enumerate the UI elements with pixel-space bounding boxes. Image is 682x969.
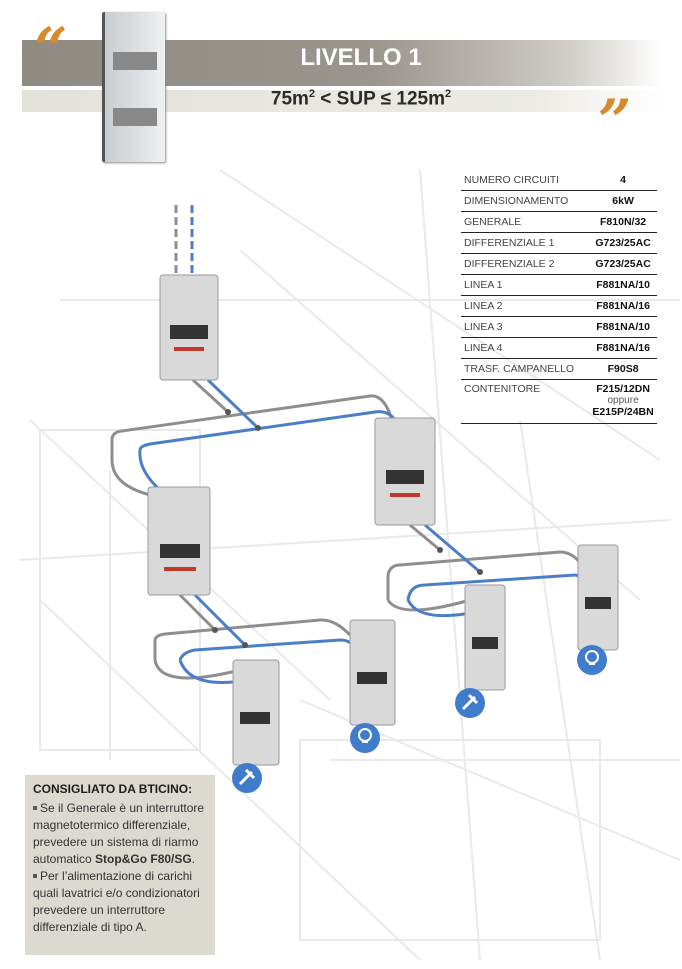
spec-label: DIFFERENZIALE 2	[461, 253, 590, 275]
spec-label: GENERALE	[461, 211, 590, 233]
spec-value: F881NA/10	[589, 316, 657, 338]
spec-row-container: CONTENITORE F215/12DN oppure E215P/24BN	[461, 379, 657, 424]
distribution-panel-image	[102, 12, 165, 162]
page-title: LIVELLO 1	[300, 44, 422, 71]
spec-value: G723/25AC	[589, 232, 657, 254]
spec-label: LINEA 4	[461, 337, 590, 359]
spec-label: LINEA 1	[461, 274, 590, 296]
spec-value: F881NA/10	[589, 274, 657, 296]
branch-wire-grey-left	[153, 593, 352, 680]
spec-value: G723/25AC	[589, 253, 657, 275]
text: Per l’alimentazione di carichi quali lav…	[33, 869, 200, 934]
or-label: oppure	[607, 395, 639, 406]
spec-label: NUMERO CIRCUITI	[461, 170, 590, 191]
spec-label: LINEA 2	[461, 295, 590, 317]
bulb-icon	[577, 645, 607, 675]
spec-value: 6kW	[589, 190, 657, 212]
text: Se il Generale è un interruttore magneto…	[33, 801, 205, 866]
bus-wire-grey	[110, 378, 394, 497]
spec-value: 4	[589, 170, 657, 191]
spec-label: TRASF. CAMPANELLO	[461, 358, 590, 380]
subtitle-band	[22, 90, 662, 112]
superscript: 2	[445, 88, 452, 100]
close-quote-mark: ”	[598, 87, 632, 155]
recommendation-item: Se il Generale è un interruttore magneto…	[33, 800, 207, 868]
container-option-2: E215P/24BN	[592, 406, 654, 418]
differential-1	[147, 486, 211, 596]
plug-icon	[232, 763, 262, 793]
spec-value: F810N/32	[589, 211, 657, 233]
bulb-icon	[350, 723, 380, 753]
surface-range: 75m2 < SUP ≤ 125m2	[0, 88, 682, 110]
spec-value: F881NA/16	[589, 337, 657, 359]
text: .	[191, 852, 196, 866]
open-quote-mark: “	[34, 15, 68, 83]
plug-icon	[455, 688, 485, 718]
subtitle-part: 75m	[270, 88, 309, 110]
spec-value: F881NA/16	[589, 295, 657, 317]
spec-value: F215/12DN oppure E215P/24BN	[589, 379, 657, 424]
spec-label: LINEA 3	[461, 316, 590, 338]
spec-value: F90S8	[589, 358, 657, 380]
superscript: 2	[308, 88, 316, 100]
spec-label: DIFFERENZIALE 1	[461, 232, 590, 254]
spec-label: DIMENSIONAMENTO	[461, 190, 590, 212]
spec-label: CONTENITORE	[461, 379, 590, 424]
recommendation-title: CONSIGLIATO DA BTICINO:	[33, 782, 193, 796]
recommendation-box: CONSIGLIATO DA BTICINO: Se il Generale è…	[25, 775, 215, 955]
recommendation-item: Per l’alimentazione di carichi quali lav…	[33, 868, 207, 936]
product-code: Stop&Go F80/SG	[95, 852, 192, 866]
subtitle-part: < SUP ≤ 125m	[315, 88, 445, 110]
container-option-1: F215/12DN	[596, 383, 650, 395]
